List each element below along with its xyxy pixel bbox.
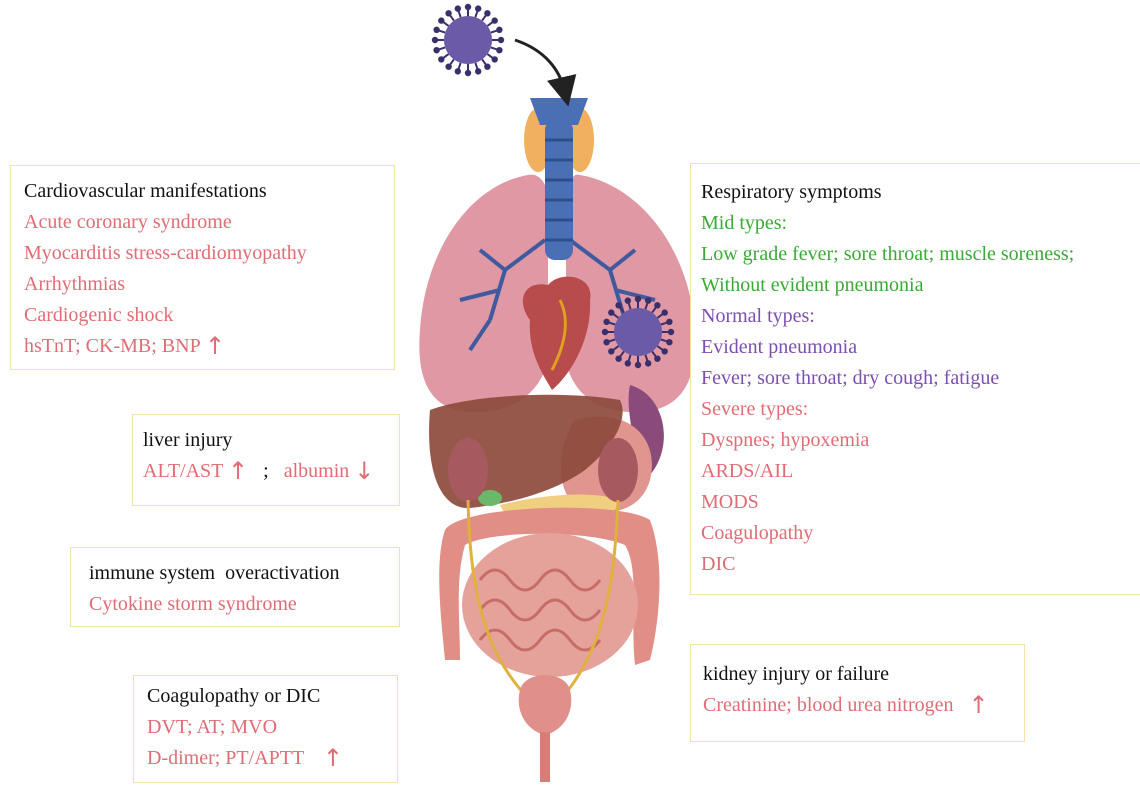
mild-item: Low grade fever; sore throat; muscle sor… [701,239,1140,270]
kidney-title: kidney injury or failure [703,659,1024,690]
severe-types-header: Severe types: [701,394,1140,425]
coagulopathy-item: DVT; AT; MVO [147,712,397,743]
normal-item: Evident pneumonia [701,332,1140,363]
respiratory-box: Respiratory symptoms Mid types: Low grad… [690,163,1140,595]
cardiovascular-item: Arrhythmias [24,269,394,300]
infection-arrow [515,40,565,92]
immune-box: immune system overactivation Cytokine st… [70,547,400,627]
kidney-right [598,438,638,502]
small-intestine [462,533,638,677]
normal-item: Fever; sore throat; dry cough; fatigue [701,363,1140,394]
kidney-box: kidney injury or failure Creatinine; blo… [690,644,1025,742]
down-arrow-icon: ↓ [354,457,374,485]
cardiovascular-item: Cardiogenic shock [24,300,394,331]
alt-ast: ALT/AST [143,460,223,482]
cardiovascular-box: Cardiovascular manifestations Acute coro… [10,165,395,370]
severe-item: Coagulopathy [701,518,1140,549]
urethra [540,732,550,782]
cardiovascular-item: Acute coronary syndrome [24,207,394,238]
respiratory-title: Respiratory symptoms [701,177,1140,208]
coagulopathy-markers: D-dimer; PT/APTT [147,747,304,769]
immune-item: Cytokine storm syndrome [89,589,399,620]
mild-types-header: Mid types: [701,208,1140,239]
severe-item: ARDS/AIL [701,456,1140,487]
severe-item: Dyspnes; hypoxemia [701,425,1140,456]
separator: ; [263,460,269,482]
bladder [519,675,572,735]
immune-title: immune system overactivation [89,558,399,589]
kidney-markers-line: Creatinine; blood urea nitrogen ↑ [703,690,1024,721]
mild-item: Without evident pneumonia [701,270,1140,301]
severe-item: DIC [701,549,1140,580]
cardiovascular-item: Myocarditis stress-cardiomyopathy [24,238,394,269]
up-arrow-icon: ↑ [323,744,343,772]
cardiovascular-title: Cardiovascular manifestations [24,176,394,207]
kidney-left [448,438,488,502]
severe-item: MODS [701,487,1140,518]
albumin: albumin [284,460,350,482]
up-arrow-icon: ↑ [205,332,225,360]
kidney-markers: Creatinine; blood urea nitrogen [703,694,953,716]
coagulopathy-markers-line: D-dimer; PT/APTT ↑ [147,743,397,774]
liver-markers-line: ALT/AST ↑ ; albumin ↓ [143,456,399,487]
coronavirus-icon [432,4,504,76]
up-arrow-icon: ↑ [228,457,248,485]
liver-box: liver injury ALT/AST ↑ ; albumin ↓ [132,414,400,506]
cardiac-markers: hsTnT; CK-MB; BNP [24,335,200,357]
cardiac-markers-line: hsTnT; CK-MB; BNP ↑ [24,331,394,362]
coagulopathy-title: Coagulopathy or DIC [147,681,397,712]
up-arrow-icon: ↑ [968,691,988,719]
normal-types-header: Normal types: [701,301,1140,332]
liver-title: liver injury [143,425,399,456]
coagulopathy-box: Coagulopathy or DIC DVT; AT; MVO D-dimer… [133,675,398,783]
